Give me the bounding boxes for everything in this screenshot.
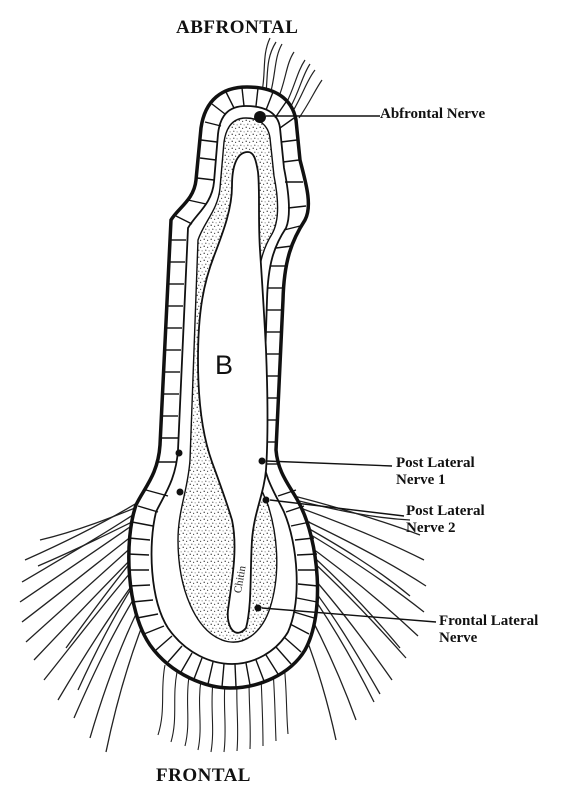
post-lateral-nerve-1-label: Post Lateral Nerve 1: [396, 455, 475, 489]
abfrontal-label: ABFRONTAL: [176, 17, 298, 39]
frontal-lateral-nerve-line2: Nerve: [439, 630, 538, 647]
post-lateral-nerve-2-dot-right: [263, 497, 270, 504]
abfrontal-nerve-label: Abfrontal Nerve: [380, 106, 485, 123]
frontal-lateral-nerve-label: Frontal Lateral Nerve: [439, 613, 538, 647]
region-b-label: B: [215, 350, 233, 381]
post-lateral-nerve-1-line2: Nerve 1: [396, 472, 475, 489]
post-lateral-nerve-1-line1: Post Lateral: [396, 455, 475, 472]
frontal-lateral-nerve-line1: Frontal Lateral: [439, 613, 538, 630]
frontal-label: FRONTAL: [156, 765, 251, 787]
post-lateral-nerve-1-dot-right: [259, 458, 266, 465]
post-lateral-nerve-2-dot-left: [177, 489, 184, 496]
post-lateral-nerve-2-label: Post Lateral Nerve 2: [406, 503, 485, 537]
frontal-lateral-nerve-dot: [255, 605, 262, 612]
post-lateral-nerve-2-line2: Nerve 2: [406, 520, 485, 537]
post-lateral-nerve-1-dot-left: [176, 450, 183, 457]
post-lateral-nerve-2-line1: Post Lateral: [406, 503, 485, 520]
abfrontal-nerve-dot: [254, 111, 266, 123]
